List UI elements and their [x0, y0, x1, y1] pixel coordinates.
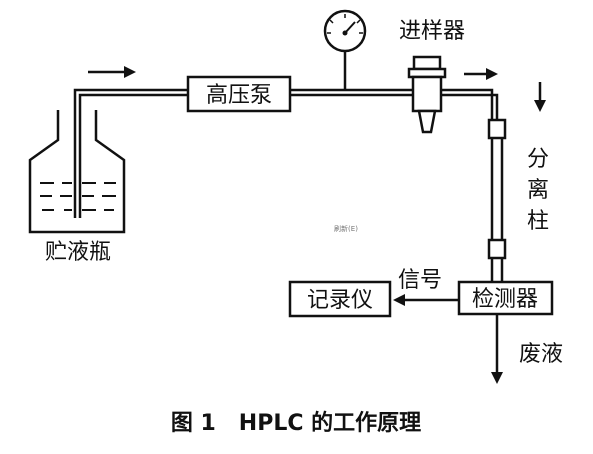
column-flow-arrow-down [534, 82, 546, 112]
waste-label: 废液 [519, 342, 563, 367]
gauge-ticks [327, 14, 363, 34]
injector-label: 进样器 [399, 19, 465, 44]
reservoir-liquid [40, 182, 116, 211]
waste-outlet [491, 314, 503, 384]
recorder-label: 记录仪 [307, 288, 373, 313]
column-to-detector-pipe [490, 258, 504, 282]
center-mark: 刷新(E) [334, 224, 358, 233]
svg-text:分: 分 [527, 147, 549, 172]
detector-label: 检测器 [472, 287, 538, 312]
reservoir-bottle [28, 110, 126, 234]
signal-label: 信号 [398, 268, 442, 293]
column-label: 分 离 柱 [527, 147, 549, 234]
inlet-flow-arrow [88, 66, 136, 78]
svg-text:柱: 柱 [527, 209, 549, 234]
signal-arrow [393, 294, 459, 306]
column-flow-arrow-right [464, 68, 498, 80]
inlet-tube [73, 88, 188, 218]
pump-label: 高压泵 [206, 83, 272, 108]
detector-box [457, 280, 554, 316]
injector-to-column-pipe [441, 88, 499, 120]
figure-caption: 图 1 HPLC 的工作原理 [171, 410, 421, 436]
injector [407, 55, 447, 134]
reservoir-label: 贮液瓶 [45, 240, 111, 265]
pressure-gauge [323, 9, 367, 90]
recorder-box [288, 280, 392, 318]
separation-column [487, 118, 507, 260]
svg-text:离: 离 [527, 178, 549, 203]
pump-to-injector-pipe [290, 88, 412, 97]
